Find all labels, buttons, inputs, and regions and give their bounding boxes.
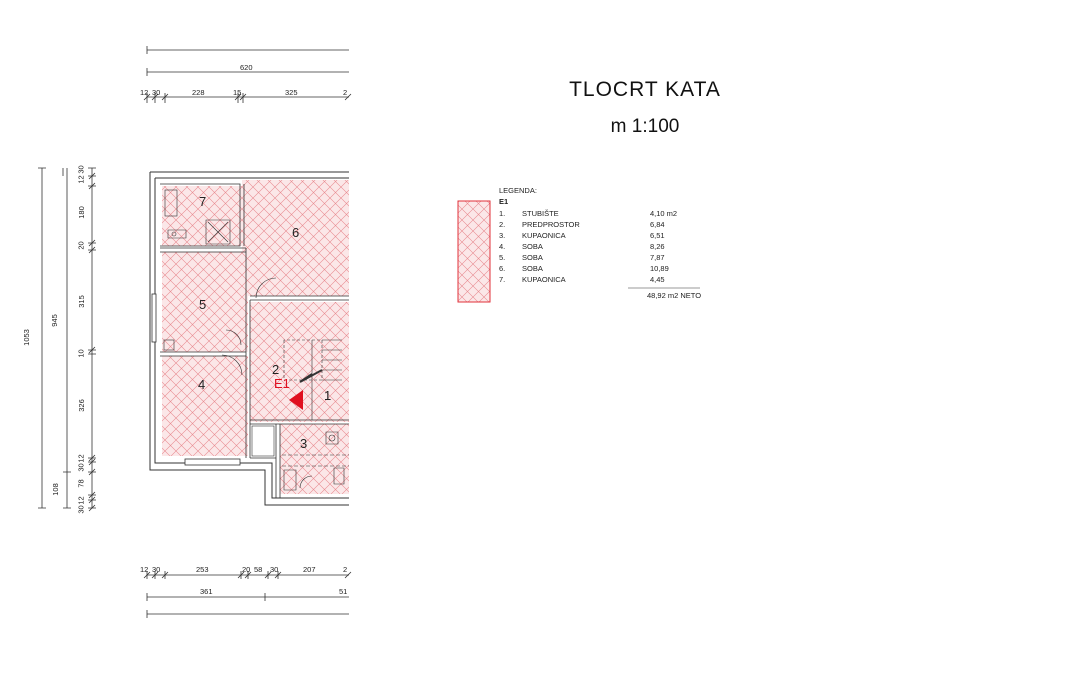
- legend-row-name: PREDPROSTOR: [522, 220, 580, 229]
- dim-left: 30: [76, 505, 86, 514]
- dim-left: 12: [76, 454, 86, 463]
- dimension-lines-top: [143, 46, 352, 103]
- dim-bottom: 253: [196, 565, 209, 574]
- legend-row-area: 7,87: [650, 253, 665, 262]
- dim-bottom-sub: 361: [200, 587, 213, 596]
- dim-left: 12: [76, 496, 86, 505]
- room-hatch: [162, 180, 349, 494]
- dim-top: 325: [285, 88, 298, 97]
- dim-bottom: 58: [254, 565, 263, 574]
- dim-left-inner: 108: [50, 483, 60, 496]
- room-label: 2: [272, 362, 280, 377]
- dim-bottom: 20: [242, 565, 251, 574]
- dim-left: 30: [76, 463, 86, 472]
- dim-left: 326: [76, 399, 86, 412]
- legend-heading: LEGENDA:: [499, 186, 537, 195]
- dim-left-outer: 1053: [21, 329, 31, 346]
- legend-row-area: 6,51: [650, 231, 665, 240]
- dim-left: 12: [76, 175, 86, 184]
- legend-row-name: SOBA: [522, 242, 543, 251]
- legend-total: 48,92 m2 NETO: [647, 291, 702, 300]
- dim-left: 180: [76, 206, 86, 219]
- fixtures: [163, 189, 349, 491]
- dim-left: 78: [76, 479, 86, 488]
- legend-row-no: 2.: [499, 220, 506, 229]
- dim-bottom: 30: [270, 565, 279, 574]
- walls: [149, 171, 349, 506]
- dim-top: 2: [343, 88, 348, 97]
- e1-marker-label: E1: [274, 376, 290, 391]
- dim-left-inner: 945: [49, 314, 59, 327]
- legend-row-area: 6,84: [650, 220, 665, 229]
- legend-row-area: 8,26: [650, 242, 665, 251]
- legend-row-no: 5.: [499, 253, 506, 262]
- page-title: TLOCRT KATA: [569, 78, 721, 101]
- legend-row-no: 3.: [499, 231, 506, 240]
- room-label: 3: [300, 436, 308, 451]
- legend-row-no: 4.: [499, 242, 506, 251]
- legend-row-name: SOBA: [522, 264, 543, 273]
- legend-row-name: SOBA: [522, 253, 543, 262]
- dimension-lines-left: [38, 167, 96, 512]
- dim-left: 10: [76, 349, 86, 358]
- dim-top: 228: [192, 88, 205, 97]
- dim-bottom: 30: [152, 565, 161, 574]
- legend-row-area: 4,45: [650, 275, 665, 284]
- legend-row-area: 4,10 m2: [650, 209, 678, 218]
- legend-row-name: STUBIŠTE: [522, 209, 559, 218]
- dim-top: 12: [140, 88, 149, 97]
- room-label: 6: [292, 225, 300, 240]
- dim-bottom: 12: [140, 565, 149, 574]
- legend-row-area: 10,89: [650, 264, 669, 273]
- room-label: 5: [199, 297, 207, 312]
- room-label: 7: [199, 194, 207, 209]
- dim-top-total: 620: [240, 63, 253, 72]
- legend-row-name: KUPAONICA: [522, 275, 566, 284]
- dim-left: 30: [76, 165, 86, 174]
- dim-left: 20: [76, 241, 86, 250]
- dim-left: 315: [76, 295, 86, 308]
- legend-row-no: 6.: [499, 264, 506, 273]
- e1-marker-icon: [289, 390, 303, 410]
- legend-group: E1: [499, 197, 509, 206]
- dim-bottom-sub: 51: [339, 587, 348, 596]
- dim-top: 15: [233, 88, 242, 97]
- room-label: 1: [324, 388, 332, 403]
- legend-swatch: [457, 200, 700, 303]
- room-label: 4: [198, 377, 206, 392]
- legend-row-no: 7.: [499, 275, 506, 284]
- dim-top: 30: [152, 88, 161, 97]
- dim-bottom: 207: [303, 565, 316, 574]
- scale-label: m 1:100: [610, 116, 680, 137]
- legend-row-name: KUPAONICA: [522, 231, 566, 240]
- dim-bottom: 2: [343, 565, 348, 574]
- legend-row-no: 1.: [499, 209, 506, 218]
- dimension-lines-bottom: [143, 571, 352, 618]
